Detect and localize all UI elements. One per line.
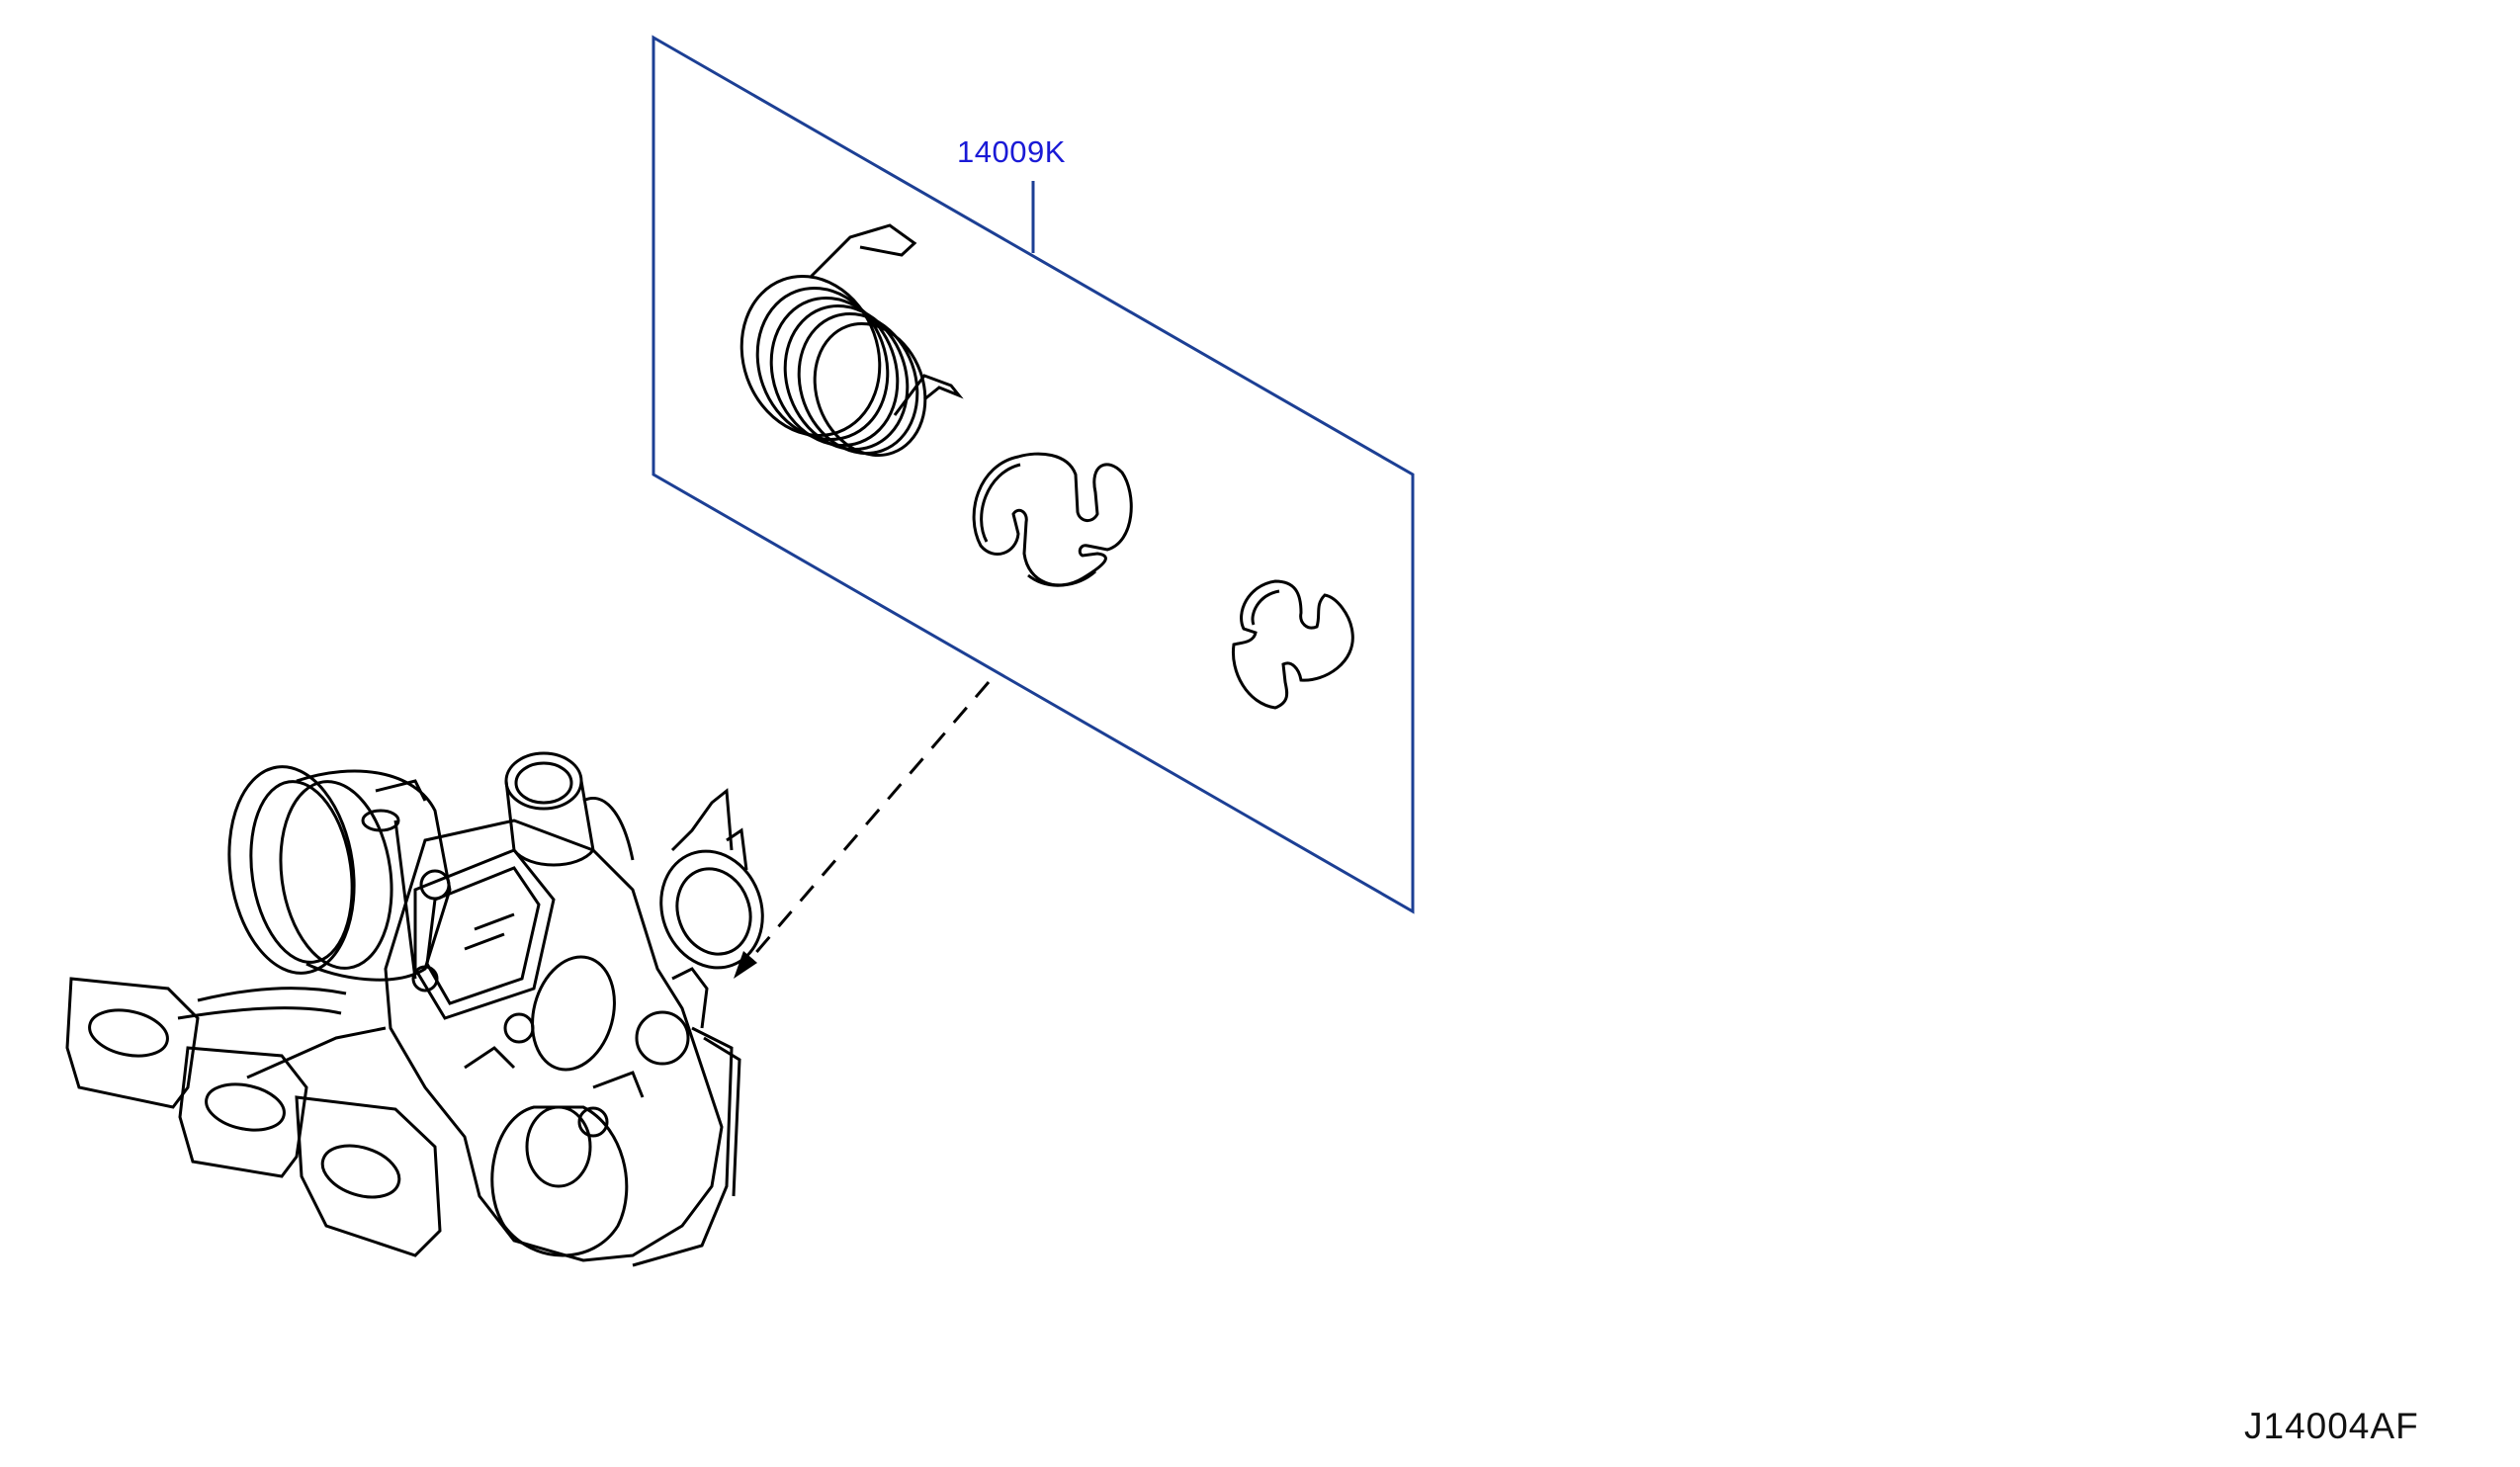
kit-panel-outline (652, 35, 1415, 914)
callout-part-number[interactable]: 14009K (957, 134, 1066, 169)
turbocharger-assembly[interactable] (65, 751, 779, 1267)
diagram-code: J14004AF (2244, 1406, 2419, 1446)
e-clip-large[interactable] (972, 452, 1133, 587)
e-clip-small[interactable] (1231, 579, 1354, 710)
installation-arrowhead (734, 951, 757, 979)
installation-arrow-line (744, 681, 991, 965)
torsion-spring[interactable] (720, 223, 964, 471)
